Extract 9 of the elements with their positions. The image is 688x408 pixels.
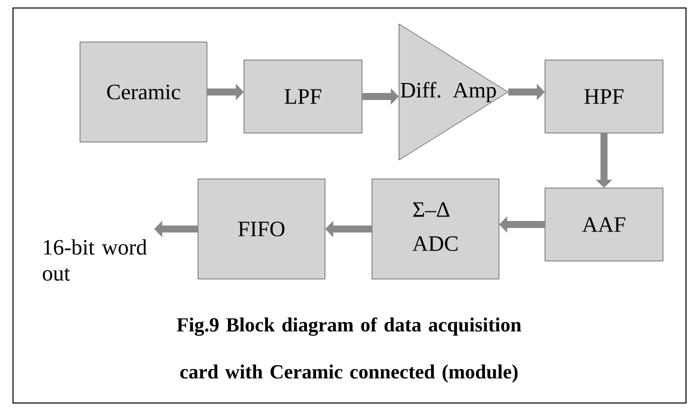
block-box: Ceramic bbox=[80, 42, 208, 142]
block-box: AAF bbox=[544, 188, 664, 262]
output-label: 16-bit word out bbox=[42, 239, 147, 281]
block-box: Σ–Δ ADC bbox=[372, 178, 500, 280]
caption: Fig.9 Block diagram of data acquisition card with Ceramic connected (module) bbox=[176, 317, 522, 383]
block-box: FIFO bbox=[198, 178, 326, 280]
block-box: HPF bbox=[544, 60, 664, 134]
amplifier-triangle: Diff. Amp bbox=[398, 24, 508, 160]
block-box: LPF bbox=[244, 60, 362, 134]
